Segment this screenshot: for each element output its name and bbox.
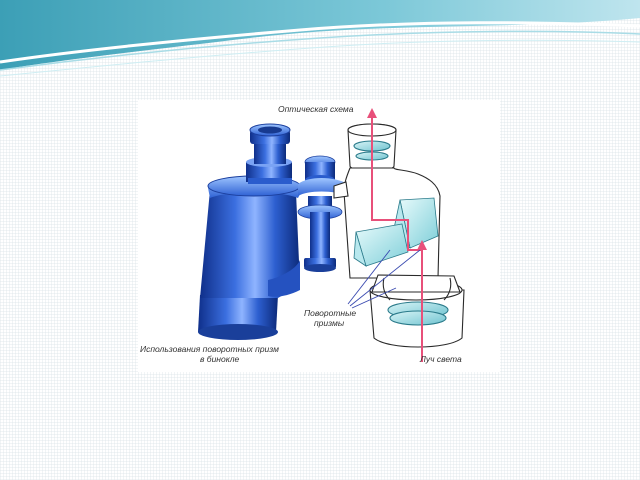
left-barrel	[198, 123, 304, 340]
rotating-prisms-label-line2: призмы	[314, 318, 345, 328]
ray-exit-arrow-icon	[367, 108, 377, 118]
header-wave-decoration	[0, 0, 640, 77]
ray-entry-arrow-icon	[417, 240, 427, 250]
prism-leader-lines	[347, 249, 421, 309]
rotating-prisms-label-line1: Поворотные	[304, 308, 357, 318]
light-ray-label: Луч света	[420, 354, 462, 364]
binocular-prism-figure: Оптическая схема Поворотные призмы Испол…	[138, 100, 500, 372]
optical-scheme-label: Оптическая схема	[278, 104, 354, 114]
center-hinge	[297, 155, 348, 272]
binocular-diagram	[198, 108, 465, 362]
light-ray-path	[367, 108, 427, 362]
caption-line2: в бинокле	[200, 354, 240, 364]
caption-line1: Использования поворотных призм	[140, 344, 279, 354]
rotating-prisms	[353, 197, 439, 267]
